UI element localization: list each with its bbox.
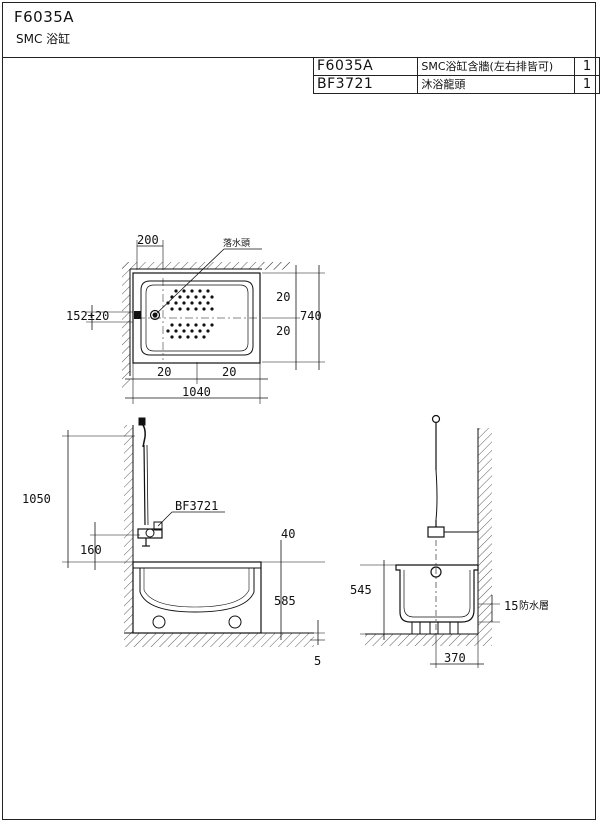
side-tub-body <box>395 564 479 623</box>
plan-tub-basin <box>140 280 254 356</box>
plan-dim-1040: 1040 <box>182 385 211 399</box>
side-wall <box>478 428 492 634</box>
part-qty: 1 <box>574 75 600 94</box>
plan-drain-icon <box>149 309 161 321</box>
parts-table: F6035A SMC浴缸含牆(左右排皆可) 1 BF3721 沐浴龍頭 1 <box>312 57 600 94</box>
side-waterproof-label: 防水層 <box>519 599 549 612</box>
plan-dim-20-top: 20 <box>276 290 290 304</box>
part-code: BF3721 <box>312 75 419 94</box>
side-faucet-icon <box>427 520 478 538</box>
front-floor <box>124 633 314 647</box>
front-showerhead-icon <box>140 422 146 448</box>
side-dim-15: 15 <box>504 599 518 613</box>
part-desc: 沐浴龍頭 <box>417 75 576 94</box>
plan-tub-outer <box>132 272 261 364</box>
front-tub-basin <box>139 568 255 613</box>
plan-dim-20-right: 20 <box>276 324 290 338</box>
plan-view: 200 落水頭 152±20 20 20 740 20 20 1040 <box>66 233 325 404</box>
plan-dim-20-bottom-left: 20 <box>157 365 171 379</box>
front-tub-foot-left <box>152 615 166 629</box>
header-model: F6035A <box>14 8 75 26</box>
header-divider <box>2 57 596 58</box>
header-name: SMC 浴缸 <box>16 32 71 46</box>
front-dim-40: 40 <box>281 527 295 541</box>
part-desc: SMC浴缸含牆(左右排皆可) <box>417 57 576 76</box>
front-faucet-leader <box>157 511 173 527</box>
front-dim-585: 585 <box>274 594 296 608</box>
side-tub-feet <box>411 621 459 635</box>
part-qty: 1 <box>574 57 600 76</box>
front-faucet-label: BF3721 <box>175 499 218 513</box>
part-code: F6035A <box>312 57 419 76</box>
plan-wall-top <box>122 262 290 269</box>
front-tub-foot-right <box>228 615 242 629</box>
plan-drain-leader <box>154 248 225 316</box>
side-floor <box>365 634 492 646</box>
plan-dim-152: 152±20 <box>66 309 109 323</box>
front-shower-hose <box>143 444 146 526</box>
side-drain-icon <box>430 566 442 578</box>
plan-dim-20-bottom-right: 20 <box>222 365 236 379</box>
plan-drain-label: 落水頭 <box>223 237 250 249</box>
front-dim-1050: 1050 <box>22 492 51 506</box>
front-tub-body <box>132 561 262 634</box>
plan-wall-right <box>262 262 290 270</box>
side-view: 545 15 防水層 370 <box>350 414 549 668</box>
parts-row: F6035A SMC浴缸含牆(左右排皆可) 1 <box>312 57 600 76</box>
plan-dim-200: 200 <box>137 233 159 247</box>
front-dim-5: 5 <box>314 654 321 668</box>
front-faucet-icon <box>137 521 163 547</box>
side-dim-370: 370 <box>444 651 466 665</box>
front-wall <box>124 425 133 633</box>
front-dim-160: 160 <box>80 543 102 557</box>
side-dim-545: 545 <box>350 583 372 597</box>
plan-wall-left <box>122 262 130 388</box>
front-view: 1050 BF3721 160 40 585 5 <box>22 417 325 668</box>
parts-row: BF3721 沐浴龍頭 1 <box>312 75 600 94</box>
plan-dim-740: 740 <box>300 309 322 323</box>
